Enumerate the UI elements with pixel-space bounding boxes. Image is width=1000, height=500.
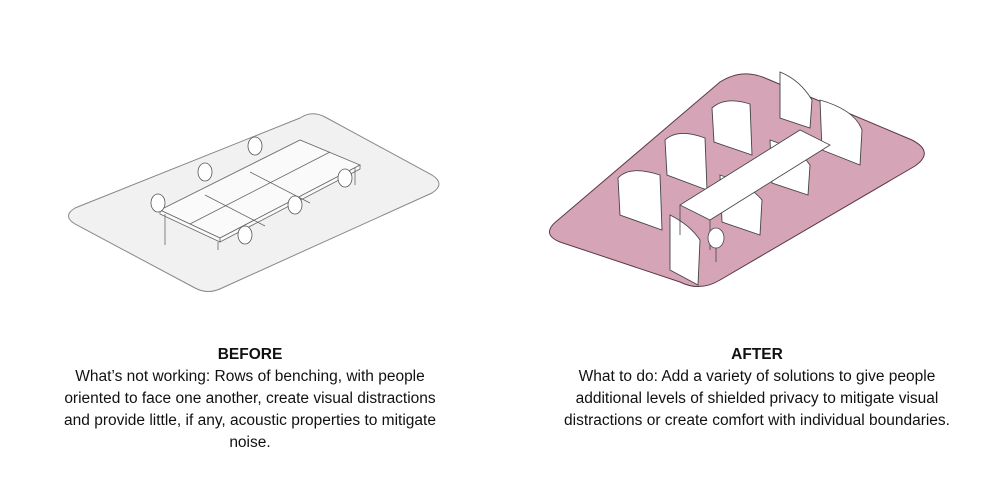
chair — [707, 227, 725, 262]
after-description: What to do: Add a variety of solutions t… — [564, 368, 950, 429]
before-illustration — [68, 113, 440, 292]
after-caption: AFTER What to do: Add a variety of solut… — [557, 344, 957, 432]
privacy-panels — [617, 71, 863, 286]
before-caption: BEFORE What’s not working: Rows of bench… — [50, 344, 450, 454]
before-title: BEFORE — [217, 346, 283, 363]
after-illustration — [549, 71, 925, 287]
after-title: AFTER — [731, 346, 783, 363]
before-description: What’s not working: Rows of benching, wi… — [64, 368, 436, 451]
chairs — [150, 136, 353, 245]
